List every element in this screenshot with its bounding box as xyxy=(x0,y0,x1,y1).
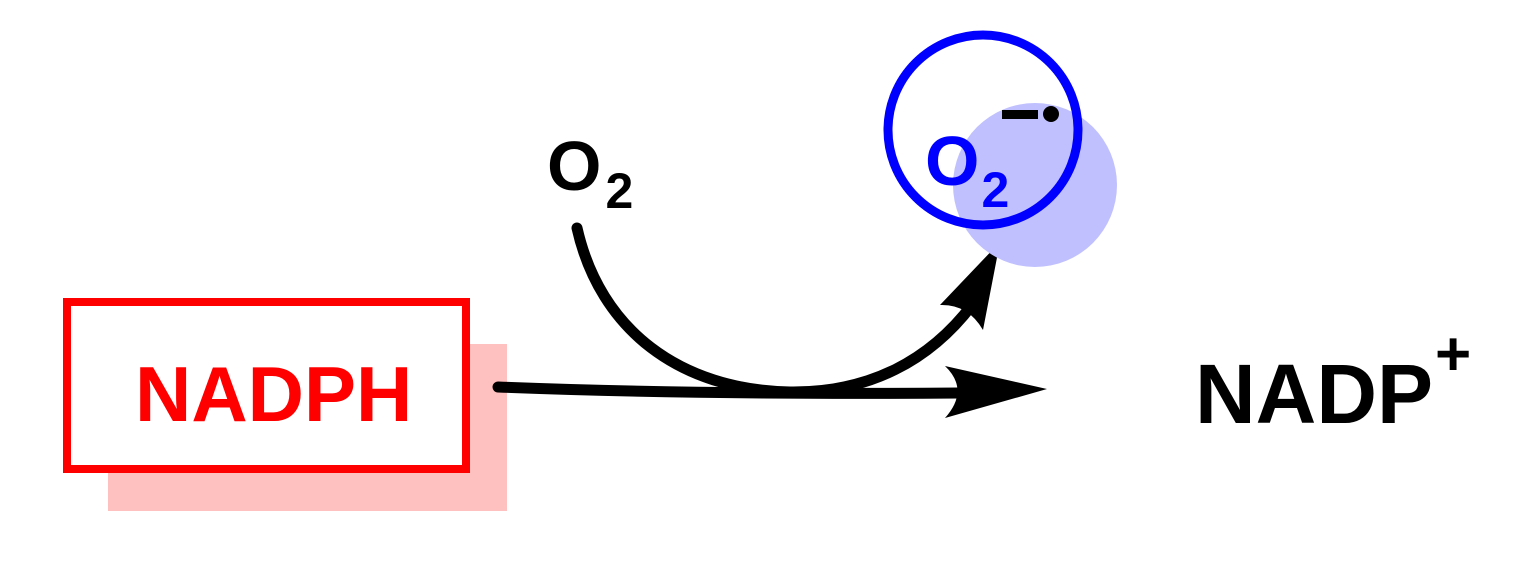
main-arrow xyxy=(492,366,1047,418)
superoxide-label: O2 xyxy=(925,122,1009,218)
superoxide-radical-dot xyxy=(1043,106,1059,122)
nadp-label: NADP+ xyxy=(1195,320,1471,441)
nadp-base: NADP xyxy=(1195,347,1433,441)
nadph-box xyxy=(63,298,470,473)
o2-subscript: 2 xyxy=(605,163,633,219)
nadp-group: NADP+ xyxy=(1195,320,1471,441)
superoxide-base: O xyxy=(925,122,979,200)
main-arrow-shaft xyxy=(492,381,966,399)
nadp-charge: + xyxy=(1435,320,1471,389)
superoxide-group: O2 xyxy=(883,30,1117,267)
curved-arrow-head xyxy=(940,242,1000,330)
superoxide-circle xyxy=(883,30,1083,230)
superoxide-charge-bar xyxy=(1002,110,1038,119)
main-arrow-head xyxy=(945,366,1047,418)
o2-label: O2 xyxy=(547,127,633,219)
nadph-group: NADPH xyxy=(63,298,507,511)
nadph-label: NADPH xyxy=(135,350,412,438)
o2-base: O xyxy=(547,127,601,205)
superoxide-subscript: 2 xyxy=(981,162,1009,218)
curved-arrow xyxy=(571,222,1000,398)
curved-arrow-shaft xyxy=(571,222,978,398)
o2-group: O2 xyxy=(547,127,633,219)
